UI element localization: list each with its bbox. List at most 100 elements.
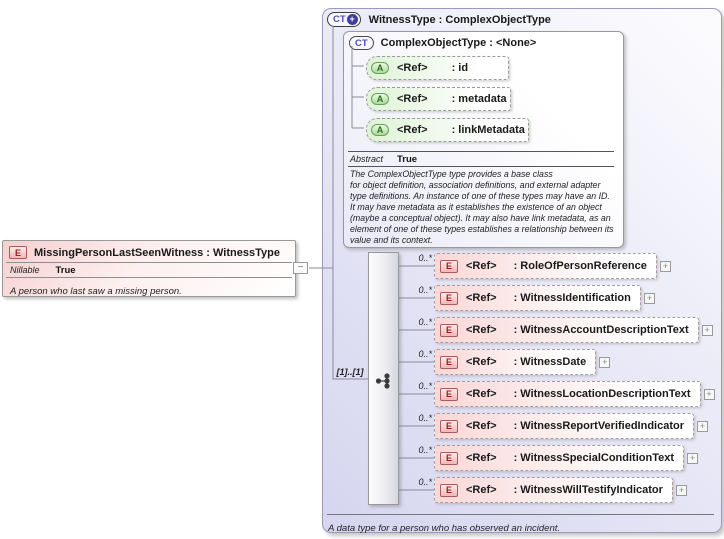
attribute-badge: A (371, 93, 389, 105)
attribute-badge: A (371, 62, 389, 74)
attribute-ref: <Ref> (397, 124, 428, 136)
expand-toggle-icon[interactable]: + (659, 260, 671, 272)
element-box-missingpersonlastseenwitness[interactable]: E MissingPersonLastSeenWitness : Witness… (2, 240, 296, 297)
attribute-ref: <Ref> (397, 93, 428, 105)
element-row-roleofpersonreference: 0..* E <Ref> : RoleOfPersonReference + (411, 253, 671, 279)
element-row-witnessreportverifiedindicator: 0..* E <Ref> : WitnessReportVerifiedIndi… (411, 413, 709, 439)
element-name: : RoleOfPersonReference (513, 260, 647, 272)
cardinality-label: 0..* (418, 477, 432, 487)
cardinality-label: 0..* (418, 413, 432, 423)
element-ref: <Ref> (466, 420, 497, 432)
nillable-value: True (55, 265, 76, 276)
base-type-description: The ComplexObjectType type provides a ba… (350, 169, 614, 245)
type-box-header: CT + WitnessType : ComplexObjectType (323, 9, 721, 27)
base-type-header: CT ComplexObjectType : <None> (344, 32, 623, 50)
cardinality-label: 0..* (418, 285, 432, 295)
element-ref: <Ref> (466, 388, 497, 400)
expand-toggle-icon[interactable]: + (697, 420, 709, 432)
element-description-row: A person who last saw a missing person. (3, 278, 295, 299)
type-title: WitnessType : ComplexObjectType (368, 13, 551, 26)
attribute-id[interactable]: A <Ref> : id (366, 56, 509, 80)
base-type-box-complexobjecttype[interactable]: CT ComplexObjectType : <None> A <Ref> : … (343, 31, 624, 248)
element-capsule[interactable]: E <Ref> : WitnessLocationDescriptionText (434, 381, 701, 407)
expand-toggle-icon[interactable]: + (599, 356, 611, 368)
expand-toggle-icon[interactable]: + (643, 292, 655, 304)
element-capsule[interactable]: E <Ref> : WitnessIdentification (434, 285, 641, 311)
sequence-group-bar[interactable] (368, 252, 399, 505)
element-name: : WitnessReportVerifiedIndicator (513, 420, 685, 432)
cardinality-label: 0..* (418, 381, 432, 391)
abstract-label: Abstract (350, 154, 384, 164)
element-row-witnessdate: 0..* E <Ref> : WitnessDate + (411, 349, 611, 375)
element-description: A person who last saw a missing person. (10, 286, 182, 297)
attribute-badge: A (371, 124, 389, 136)
element-title: MissingPersonLastSeenWitness : WitnessTy… (34, 246, 280, 259)
sequence-cardinality: [1]..[1] (336, 367, 364, 377)
element-badge: E (440, 483, 458, 497)
element-badge: E (440, 419, 458, 433)
attribute-name: : linkMetadata (451, 124, 525, 136)
element-ref: <Ref> (466, 356, 497, 368)
collapse-toggle-icon[interactable]: − (293, 262, 308, 274)
cardinality-label: 0..* (418, 349, 432, 359)
sequence-icon (375, 373, 390, 389)
element-capsule[interactable]: E <Ref> : RoleOfPersonReference (434, 253, 657, 279)
element-name: : WitnessIdentification (513, 292, 631, 304)
element-name: : WitnessLocationDescriptionText (513, 388, 691, 400)
nillable-property-row: Nillable True (3, 263, 295, 277)
abstract-property-row: Abstract True (350, 154, 417, 165)
element-badge: E (440, 387, 458, 401)
element-badge: E (440, 323, 458, 337)
complex-type-plus-badge: CT + (327, 12, 361, 27)
expand-toggle-icon[interactable]: + (675, 484, 687, 496)
attribute-linkmetadata[interactable]: A <Ref> : linkMetadata (366, 118, 529, 142)
element-badge: E (440, 451, 458, 465)
element-row-witnesswilltestifyindicator: 0..* E <Ref> : WitnessWillTestifyIndicat… (411, 477, 687, 503)
element-divider-1 (6, 262, 292, 263)
attribute-metadata[interactable]: A <Ref> : metadata (366, 87, 511, 111)
element-header: E MissingPersonLastSeenWitness : Witness… (3, 241, 295, 262)
cardinality-label: 0..* (418, 445, 432, 455)
type-footer: A data type for a person who has observe… (327, 514, 714, 536)
element-ref: <Ref> (466, 324, 497, 336)
type-description: A data type for a person who has observe… (328, 523, 561, 534)
attribute-ref: <Ref> (397, 62, 428, 74)
expand-toggle-icon[interactable]: + (687, 452, 699, 464)
ct-badge-label: CT (333, 14, 346, 25)
element-name: : WitnessAccountDescriptionText (513, 324, 689, 336)
element-name: : WitnessWillTestifyIndicator (513, 484, 663, 496)
element-ref: <Ref> (466, 452, 497, 464)
abstract-divider-top (348, 151, 614, 152)
element-row-witnessspecialconditiontext: 0..* E <Ref> : WitnessSpecialConditionTe… (411, 445, 699, 471)
element-row-witnessaccountdescriptiontext: 0..* E <Ref> : WitnessAccountDescription… (411, 317, 713, 343)
abstract-value: True (397, 154, 418, 165)
expand-toggle-icon[interactable]: + (703, 388, 715, 400)
element-ref: <Ref> (466, 292, 497, 304)
abstract-divider-bottom (348, 166, 614, 167)
cardinality-label: 0..* (418, 253, 432, 263)
element-capsule[interactable]: E <Ref> : WitnessReportVerifiedIndicator (434, 413, 695, 439)
expand-toggle-icon[interactable]: + (701, 324, 713, 336)
element-divider-2 (6, 277, 292, 278)
element-badge: E (9, 246, 27, 259)
attribute-name: : metadata (451, 93, 507, 105)
cardinality-label: 0..* (418, 317, 432, 327)
element-badge: E (440, 291, 458, 305)
element-badge: E (440, 355, 458, 369)
element-capsule[interactable]: E <Ref> : WitnessAccountDescriptionText (434, 317, 699, 343)
element-name: : WitnessDate (513, 356, 587, 368)
element-capsule[interactable]: E <Ref> : WitnessWillTestifyIndicator (434, 477, 673, 503)
base-type-title: ComplexObjectType : <None> (380, 37, 537, 49)
element-capsule[interactable]: E <Ref> : WitnessSpecialConditionText (434, 445, 685, 471)
element-badge: E (440, 259, 458, 273)
nillable-label: Nillable (10, 265, 40, 275)
element-row-witnesslocationdescriptiontext: 0..* E <Ref> : WitnessLocationDescriptio… (411, 381, 715, 407)
plus-circle-icon: + (346, 14, 358, 25)
element-ref: <Ref> (466, 260, 497, 272)
element-name: : WitnessSpecialConditionText (513, 452, 675, 464)
complex-type-badge: CT (349, 36, 374, 50)
element-row-witnessidentification: 0..* E <Ref> : WitnessIdentification + (411, 285, 655, 311)
attribute-name: : id (451, 62, 469, 74)
element-capsule[interactable]: E <Ref> : WitnessDate (434, 349, 597, 375)
